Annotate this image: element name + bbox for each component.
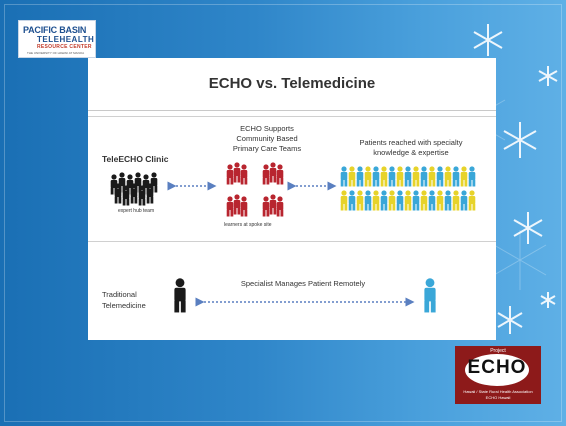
content-panel: ECHO vs. Telemedicine TeleECHO Clinic ex… — [88, 58, 496, 340]
project-echo-logo: Project ECHO Hawaii / State Rural Health… — [455, 346, 541, 404]
support-line-2: Community Based — [236, 134, 298, 143]
echo-logo-sub1: Hawaii / State Rural Health Association — [463, 389, 533, 394]
tele-label-line-1: Traditional — [102, 290, 137, 299]
pacific-basin-logo: PACIFIC BASIN TELEHEALTH RESOURCE CENTER… — [18, 20, 96, 58]
echo-section — [88, 116, 496, 242]
tele-label-line-2: Telemedicine — [102, 301, 146, 310]
patients-line-2: knowledge & expertise — [373, 148, 449, 157]
spoke-site-label: learners at spoke site — [224, 222, 272, 228]
patients-icon — [340, 166, 476, 211]
echo-logo-sub2: ECHO Hawaii — [485, 395, 511, 400]
expert-hub-label: expert hub team — [118, 208, 155, 214]
logo-line-2: TELEHEALTH — [37, 35, 95, 44]
patients-line-1: Patients reached with specialty — [359, 138, 463, 147]
expert-hub-team-icon — [110, 172, 158, 206]
echo-logo-project: Project — [490, 348, 506, 354]
logo-line-3: RESOURCE CENTER — [37, 44, 92, 50]
logo-line-1: PACIFIC BASIN — [23, 25, 87, 35]
echo-supports-text: ECHO Supports Community Based Primary Ca… — [212, 124, 322, 154]
remote-patient-icon — [424, 278, 436, 313]
slide-title: ECHO vs. Telemedicine — [208, 75, 376, 92]
echo-logo-ring — [465, 354, 529, 386]
logo-line-4: THE UNIVERSITY OF HAWAII AT MANOA — [27, 51, 85, 55]
support-line-1: ECHO Supports — [240, 124, 294, 133]
patients-reached-text: Patients reached with specialty knowledg… — [336, 138, 486, 158]
learners-spoke-icon — [226, 162, 284, 217]
echo-logo-word: ECHO — [467, 357, 527, 378]
teleecho-clinic-label: TeleECHO Clinic — [102, 154, 169, 164]
figures-diagram — [110, 162, 476, 313]
title-box: ECHO vs. Telemedicine — [88, 58, 496, 111]
specialist-manages-text: Specialist Manages Patient Remotely — [240, 279, 366, 288]
traditional-telemedicine-label: Traditional Telemedicine — [102, 289, 146, 311]
support-line-3: Primary Care Teams — [232, 144, 302, 153]
specialist-icon — [174, 278, 186, 313]
